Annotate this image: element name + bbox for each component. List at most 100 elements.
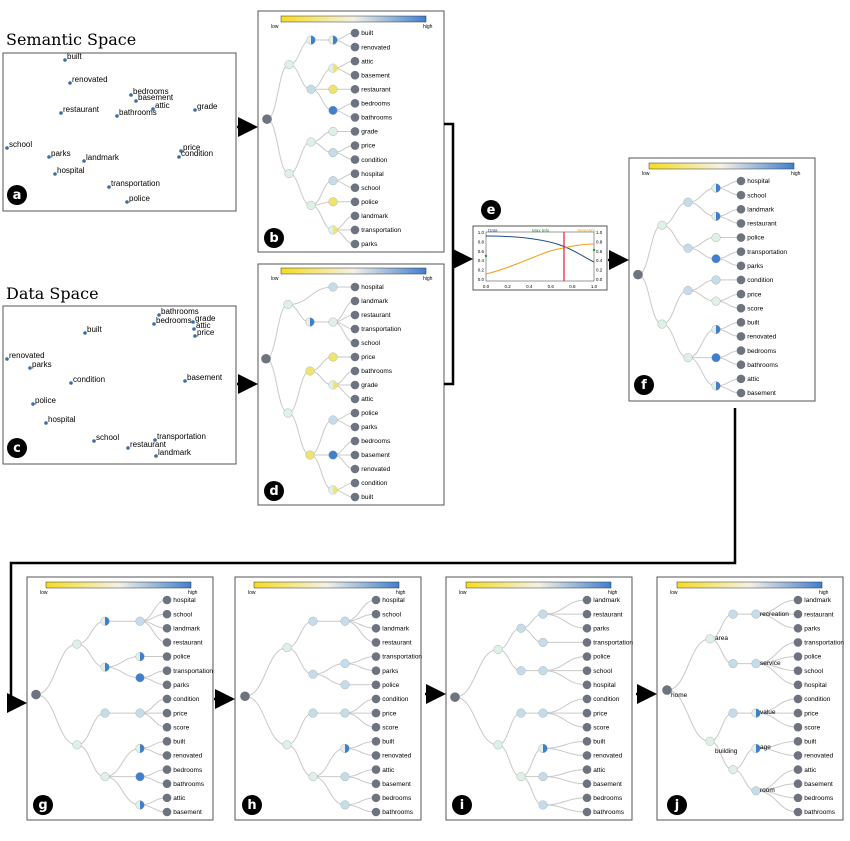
scatter-label: condition <box>73 375 105 384</box>
panel-e-green-left <box>484 254 488 258</box>
leaf-node <box>793 779 803 789</box>
leaf-label: parks <box>173 682 190 689</box>
leaf-node <box>582 722 592 732</box>
leaf-label: bathrooms <box>382 809 413 816</box>
leaf-node <box>350 366 360 376</box>
leaf-node <box>582 638 592 647</box>
leaf-node <box>350 282 360 292</box>
tree-node <box>306 137 316 147</box>
scatter-point <box>154 454 158 458</box>
tree-edge <box>454 696 499 746</box>
root-node <box>662 685 672 695</box>
scatter-point <box>134 99 138 103</box>
leaf-label: basement <box>382 781 411 788</box>
leaf-label: transportation <box>747 249 787 256</box>
tree-node <box>340 800 350 810</box>
leaf-node <box>736 360 746 370</box>
scatter-point <box>193 108 197 112</box>
leaf-label: grade <box>361 129 378 136</box>
panel-h-colorbar <box>253 581 400 589</box>
leaf-label: police <box>804 654 821 661</box>
leaf-node <box>736 247 746 256</box>
scatter-point <box>153 438 157 442</box>
scatter-point <box>191 320 195 324</box>
leaf-label: bathrooms <box>361 115 392 122</box>
tree-node-fill <box>716 183 721 193</box>
scatter-point <box>59 111 63 115</box>
scatter-point <box>179 149 183 153</box>
scatter-label: built <box>67 52 82 61</box>
panel-j-colorbar <box>676 581 823 589</box>
leaf-node <box>793 737 803 746</box>
leaf-label: bedrooms <box>804 795 834 802</box>
tree-edge <box>542 670 588 686</box>
scatter-label: built <box>87 325 102 334</box>
leaf-node <box>736 388 746 398</box>
tree-node <box>705 634 715 644</box>
scatter-point <box>183 379 187 383</box>
leaf-node <box>582 779 592 789</box>
leaf-node <box>736 176 746 186</box>
leaf-label: price <box>361 143 375 150</box>
scatter-label: grade <box>197 102 218 111</box>
leaf-label: score <box>593 724 609 731</box>
leaf-node <box>582 765 592 774</box>
leaf-label: condition <box>804 696 830 703</box>
badge-f <box>634 375 654 395</box>
tree-node <box>328 176 338 186</box>
tree-node <box>657 319 667 329</box>
badge-f-label: f <box>641 378 647 393</box>
tree-edge <box>287 286 334 305</box>
badge-i-label: i <box>460 798 464 813</box>
panel-a-points: builtrenovatedbedroomsbasementrestaurant… <box>5 52 218 204</box>
scatter-label: landmark <box>158 448 192 457</box>
tree-node <box>538 708 548 718</box>
leaf-node <box>582 737 592 746</box>
panel-e-x-tick: 0.2 <box>504 284 511 289</box>
panel-i-colorbar-low: low <box>459 590 467 596</box>
scatter-point <box>5 357 9 361</box>
badge-c-label: c <box>13 441 21 456</box>
panel-i-colorbar <box>465 581 612 589</box>
panel-e-x-tick: 0.4 <box>526 284 533 289</box>
panel-e-x-tick: 0.8 <box>569 284 576 289</box>
tree-node-fill <box>333 380 338 390</box>
leaf-label: price <box>593 710 607 717</box>
leaf-label: landmark <box>804 597 831 604</box>
tree-node <box>282 643 292 653</box>
tree-node <box>538 772 548 782</box>
leaf-label: built <box>382 739 394 746</box>
scatter-label: police <box>35 396 56 405</box>
leaf-label: renovated <box>173 753 202 760</box>
tree-node-fill <box>543 744 548 753</box>
leaf-label: bathrooms <box>173 781 204 788</box>
badge-h-label: h <box>247 798 256 813</box>
leaf-node <box>582 666 592 675</box>
leaf-node <box>350 127 360 136</box>
j-root-label: home <box>671 692 688 699</box>
badge-g-label: g <box>38 798 47 813</box>
tree-node-fill <box>716 381 721 391</box>
tree-node <box>284 60 294 70</box>
leaf-node <box>736 204 746 214</box>
leaf-label: transportation <box>804 640 844 647</box>
scatter-point <box>192 327 196 331</box>
leaf-node <box>793 694 803 704</box>
leaf-node <box>582 694 592 704</box>
panel-e-y-tick: 0.4 <box>478 258 485 263</box>
panel-h-tree-body: hospitalschoollandmarkrestauranttranspor… <box>240 595 422 817</box>
scatter-point <box>69 381 73 385</box>
panel-e-legend-maxinfo: Max Info <box>532 228 550 233</box>
leaf-label: bedrooms <box>747 348 777 355</box>
leaf-label: attic <box>382 767 395 774</box>
leaf-node <box>350 113 360 122</box>
tree-node <box>751 786 761 796</box>
tree-node <box>72 639 82 649</box>
leaf-label: bathrooms <box>747 362 778 369</box>
leaf-label: built <box>361 30 373 37</box>
tree-edge <box>542 776 588 785</box>
leaf-label: basement <box>361 452 390 459</box>
leaf-node <box>162 708 172 718</box>
